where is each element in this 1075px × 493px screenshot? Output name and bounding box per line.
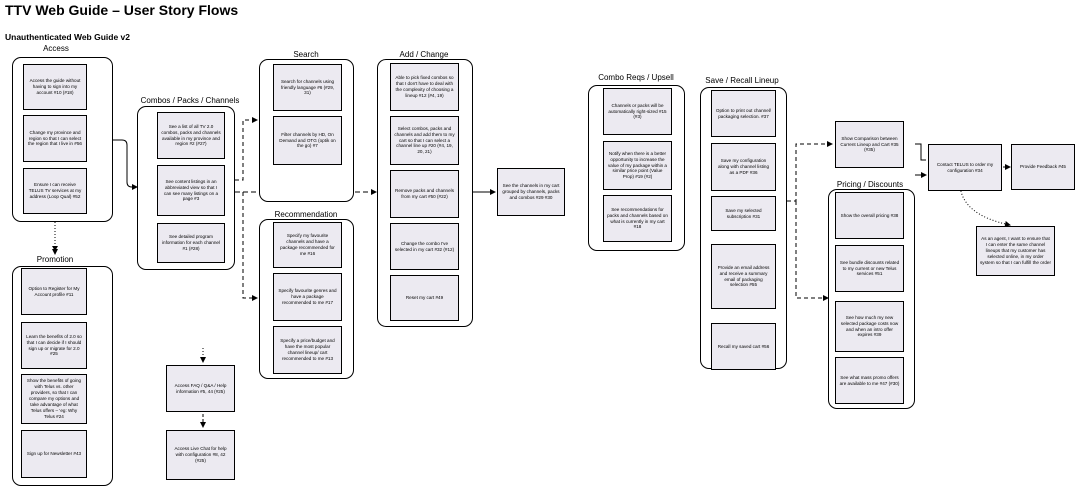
story-price-budget: Specify a price/budget and have the most…	[273, 326, 342, 374]
story-favourite-channels: Specify my favourite channels and have a…	[273, 222, 342, 268]
group-header-pricing: Pricing / Discounts	[836, 180, 904, 189]
story-agent-order-system: As an agent, I want to ensure that I can…	[976, 226, 1055, 276]
group-header-combos: Combos / Packs / Channels	[140, 96, 240, 105]
story-learn-benefits: Learn the benefits of 2.0 so that I can …	[21, 322, 87, 369]
connector-save-to-compare	[787, 141, 833, 202]
group-header-access: Access	[43, 44, 69, 53]
story-register-profile: Option to Register for My Account profil…	[21, 268, 87, 315]
connector-contact-to-agent	[959, 184, 1011, 227]
story-change-province-region: Change my province and region so that I …	[23, 115, 87, 162]
story-access-without-sign-in: Access the guide without having to sign …	[23, 64, 87, 110]
story-provide-feedback: Provide Feedback #45	[1011, 144, 1075, 190]
page-subtitle: Unauthenticated Web Guide v2	[5, 32, 131, 42]
story-favourite-genres: Specify favourite genres and have a pack…	[273, 273, 342, 321]
story-list-combos: See a list of all TV 2.0 combos, packs a…	[157, 112, 225, 159]
connector-combos-to-recommendation	[242, 192, 258, 301]
story-value-prop: Notify when there is a better opportunit…	[603, 141, 672, 190]
connector-combos-to-search	[235, 117, 258, 181]
story-live-chat: Access Live Chat for help with configura…	[166, 430, 235, 480]
story-change-combo: Change the combo I've selected in my car…	[390, 223, 459, 270]
story-intro-offer-cost: See how much my new selected package cos…	[835, 301, 904, 352]
story-why-telus: Show the benefits of going with Telus vs…	[21, 374, 87, 424]
story-compare-lineup: Show Comparison between Current Lineup a…	[835, 121, 904, 168]
group-header-recommendation: Recommendation	[274, 210, 338, 219]
story-right-sized: Channels or packs will be automatically …	[603, 88, 672, 135]
story-recall-cart: Recall my saved cart #56	[711, 323, 776, 370]
story-contact-telus: Contact TELUS to order my configuration …	[928, 144, 1002, 191]
story-cart-recommendations: See recommendations for packs and channe…	[603, 195, 672, 242]
group-header-promotion: Promotion	[36, 255, 74, 264]
arrow-tick-promo	[52, 246, 58, 251]
group-header-add-change: Add / Change	[399, 50, 449, 59]
group-header-search: Search	[293, 50, 319, 59]
story-newsletter: Sign up for Newsletter #43	[21, 430, 87, 478]
connector-save-to-pricing	[795, 201, 829, 301]
story-save-pdf: Save my configuration along with channel…	[711, 143, 776, 191]
story-search-channels: Search for channels using friendly langu…	[273, 64, 342, 111]
story-faq-help: Access FAQ / Q&A / Help information #5, …	[166, 365, 235, 412]
story-bundle-discounts: See bundle discounts related to my curre…	[835, 245, 904, 292]
story-loop-qual: Ensure I can receive TELUS TV services a…	[23, 168, 87, 214]
story-filter-channels: Filter channels by HD, On Demand and OTG…	[273, 116, 342, 165]
story-reset-cart: Reset my cart #49	[390, 275, 459, 321]
story-fixed-combos: Able to pick fixed combos so that I don'…	[390, 63, 459, 111]
group-header-save-recall: Save / Recall Lineup	[705, 76, 779, 85]
story-overall-pricing: Show the overall pricing #38	[835, 192, 904, 239]
story-save-subscription: Save my selected subscription #31	[711, 196, 776, 231]
story-abbreviated-listings: See content listings in an abbreviated v…	[157, 165, 225, 216]
story-summary-email: Provide an email address and receive a s…	[711, 244, 776, 309]
story-select-add-cart: Select combos, packs and channels and ad…	[390, 116, 459, 165]
connector-access-to-combos	[111, 139, 138, 190]
story-mass-promo: See what mass promo offers are available…	[835, 357, 904, 404]
group-header-combo-reqs: Combo Reqs / Upsell	[598, 73, 674, 82]
connector-compare-to-contact	[915, 143, 926, 161]
story-remove-from-cart: Remove packs and channels from my cart #…	[390, 170, 459, 218]
story-cart-grouped: See the channels in my cart grouped by c…	[497, 168, 565, 216]
story-print-selection: Option to print out channel/ packaging s…	[711, 90, 776, 137]
page-title: TTV Web Guide – User Story Flows	[5, 2, 239, 18]
story-program-info: See detailed program information for eac…	[157, 223, 225, 263]
